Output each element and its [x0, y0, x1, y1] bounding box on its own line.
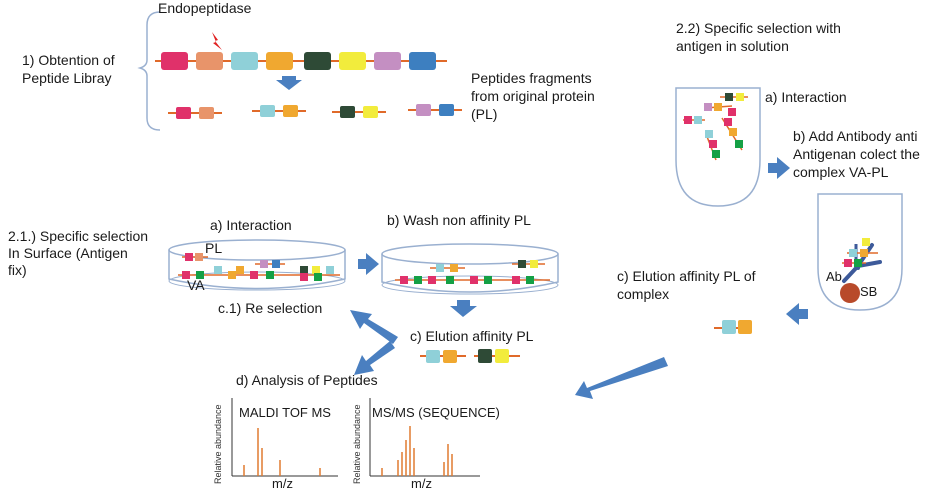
fragments-label-line3: (PL) [471, 106, 498, 122]
reselection-label: c.1) Re selection [218, 300, 323, 316]
maldi-ylabel: Relative abundance [213, 404, 223, 484]
msms-ylabel: Relative abundance [352, 404, 362, 484]
surface-label-line1: 2.1.) Specific selection [8, 228, 149, 244]
sol-interaction-label: a) Interaction [765, 89, 847, 105]
msms-xlabel: m/z [411, 476, 432, 491]
tube-peptides [683, 93, 748, 161]
solution-label-line2: antigen in solution [676, 38, 789, 54]
surf-interaction-label: a) Interaction [210, 217, 292, 233]
arrow-left-icon [786, 303, 808, 325]
ab-label: Ab [826, 269, 842, 284]
solution-label-line1: 2.2) Specific selection with [676, 20, 841, 36]
obtention-label-line2: Peptide Libray [22, 70, 112, 86]
elution-complex-label-line1: c) Elution affinity PL of [617, 268, 756, 284]
sol-add-label-line3: complex VA-PL [793, 164, 889, 180]
bracket [137, 11, 161, 131]
analysis-label: d) Analysis of Peptides [236, 372, 378, 388]
elution-label: c) Elution affinity PL [410, 328, 534, 344]
endopeptidase-label: Endopeptidase [158, 0, 252, 16]
eluted-peptides [420, 349, 520, 363]
sol-add-label-line2: Antigenan colect the [793, 146, 920, 162]
fragments-label-line1: Peptides fragments [471, 70, 592, 86]
peptide-fragments [168, 104, 462, 119]
pl-label: PL [205, 240, 223, 256]
surface-label-line2: In Surface (Antigen [8, 245, 128, 261]
arrow-to-analysis [575, 357, 668, 399]
sb-label: SB [860, 284, 878, 299]
wash-label: b) Wash non affinity PL [387, 212, 531, 228]
maldi-label: MALDI TOF MS [239, 405, 331, 420]
arrow-down-icon [276, 76, 302, 90]
maldi-xlabel: m/z [272, 476, 293, 491]
arrow-to-analysis [354, 341, 395, 375]
petri-dish-wash [381, 243, 559, 295]
petri-dish-interaction [168, 239, 346, 291]
arrow-right-icon [358, 253, 379, 275]
maldi-spectrum [231, 398, 338, 477]
msms-label: MS/MS (SEQUENCE) [372, 405, 500, 420]
surface-label-line3: fix) [8, 262, 27, 278]
bead [840, 283, 860, 303]
va-label: VA [187, 277, 205, 293]
arrow-reselection [350, 310, 398, 344]
sol-add-label-line1: b) Add Antibody anti [793, 128, 918, 144]
eluted-peptide-complex [714, 320, 752, 334]
arrow-down-icon [450, 300, 477, 317]
obtention-label-line1: 1) Obtention of [22, 52, 115, 68]
arrow-right-icon [768, 157, 790, 179]
antibody-complex [840, 238, 882, 303]
fragments-label-line2: from original protein [471, 88, 595, 104]
lightning-icon [212, 32, 222, 50]
msms-spectrum [369, 398, 480, 477]
elution-complex-label-line2: complex [617, 286, 670, 302]
protein-chain [161, 52, 436, 70]
